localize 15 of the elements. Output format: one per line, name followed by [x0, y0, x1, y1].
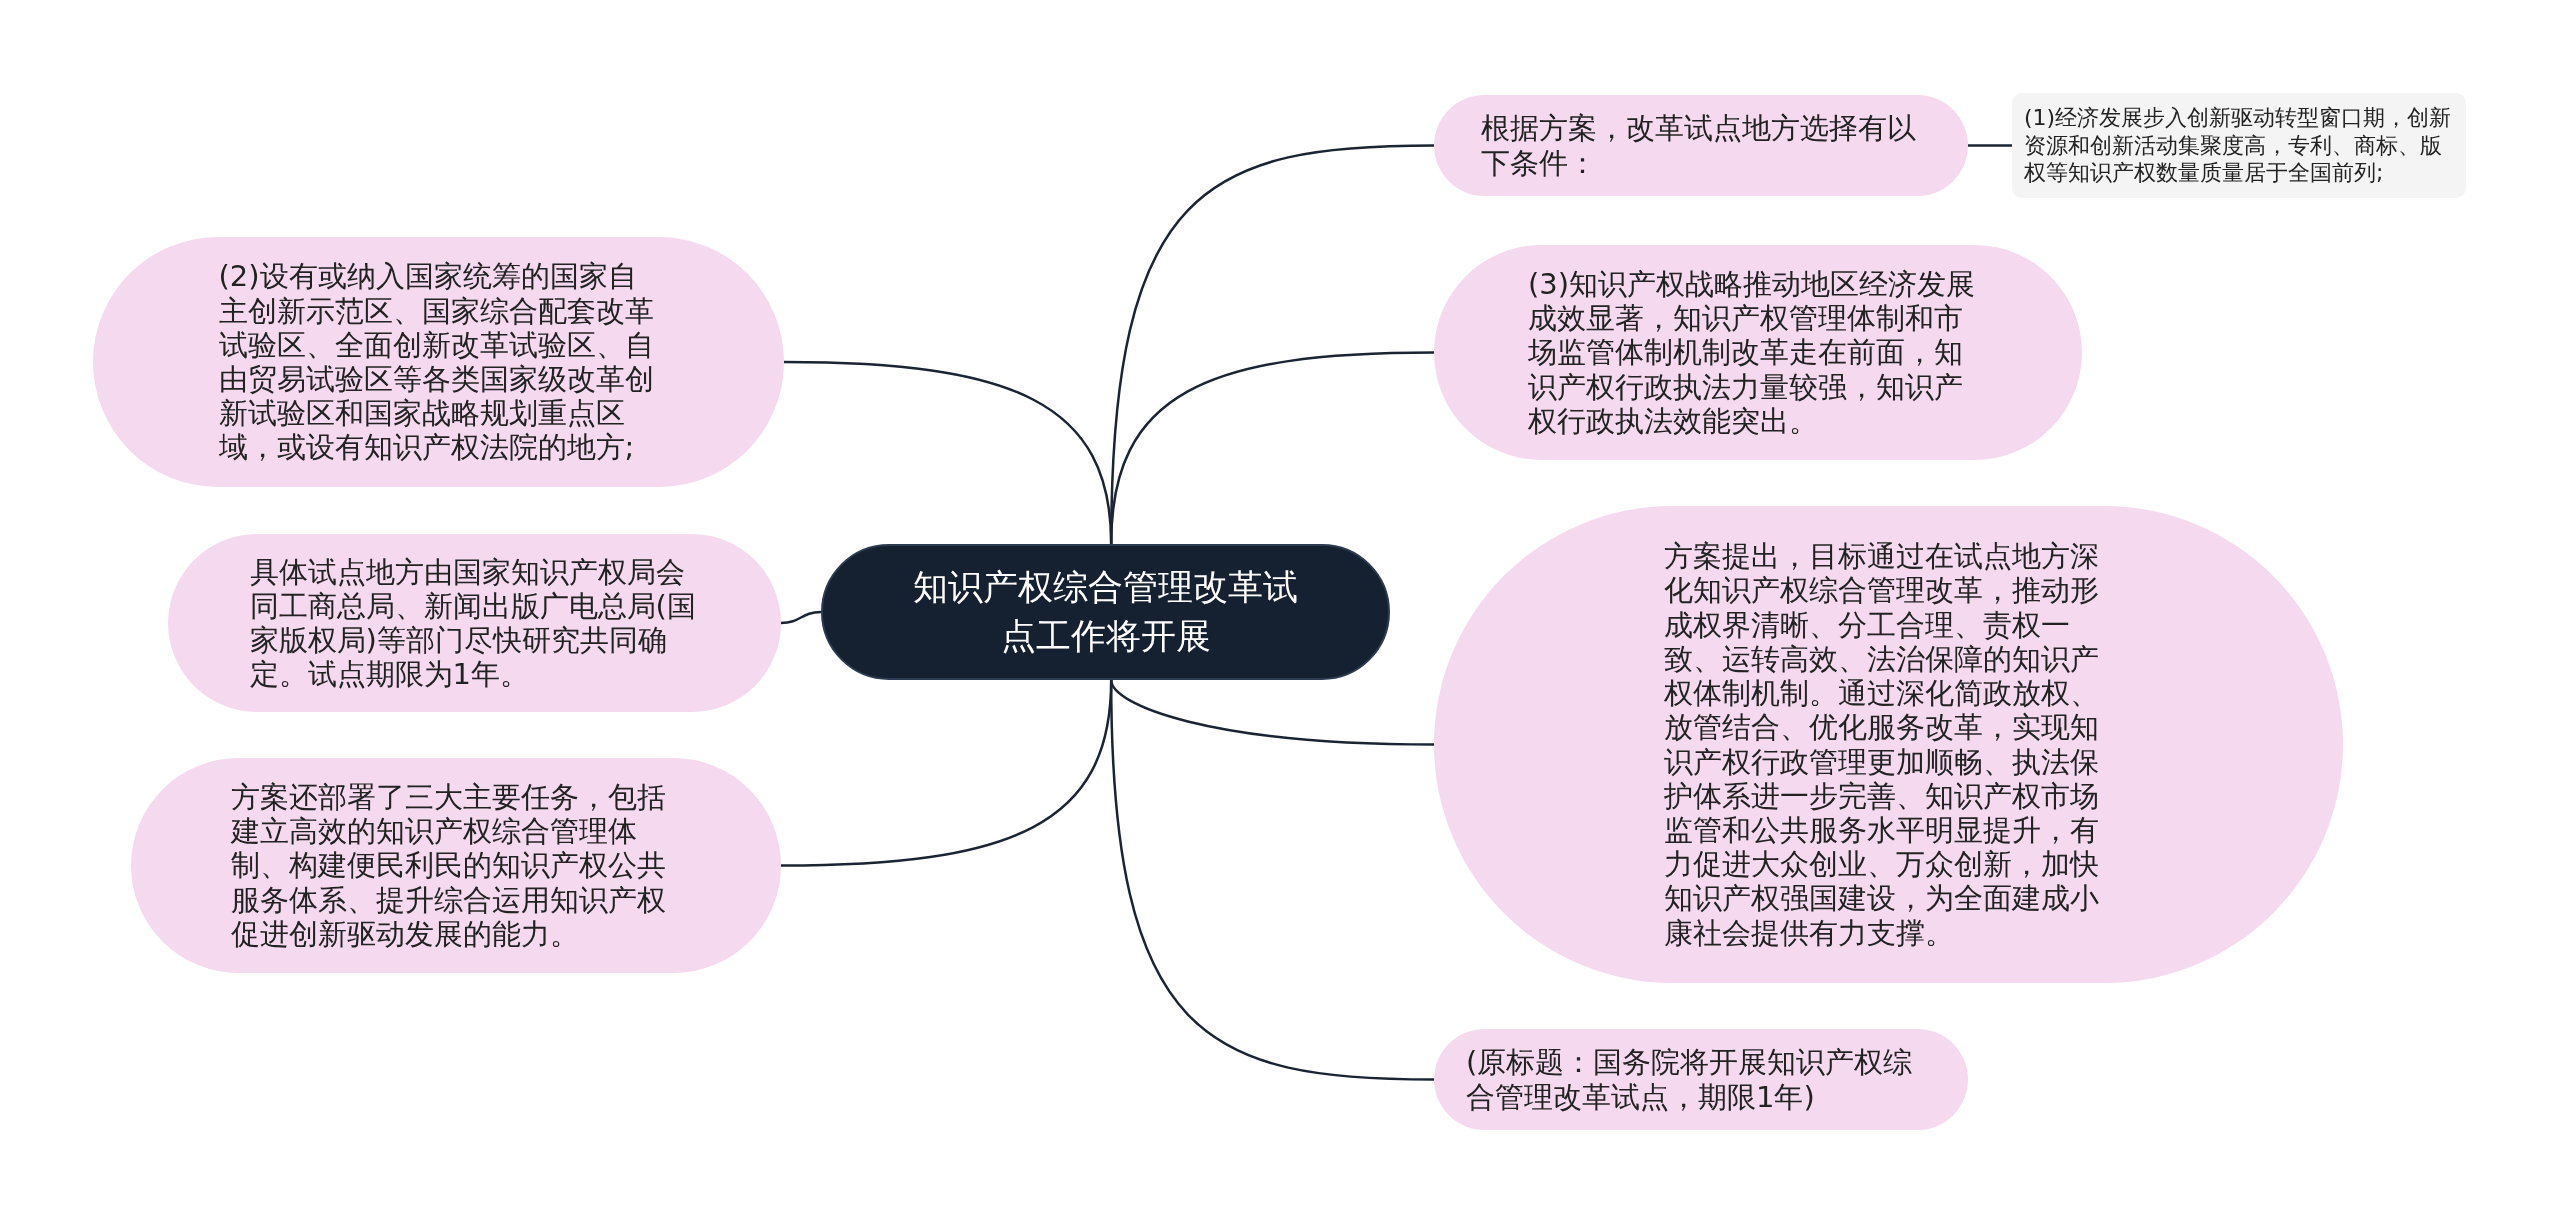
note-box	[2012, 93, 2466, 198]
topic-text: (3)知识产权战略推动地区经济发展成效显著，知识产权管理体制和市场监管体制机制改革走在前面，知识产权行政执法力量较强，知识产权行政执法效能突出。	[1528, 266, 1977, 439]
topic-text: (原标题：国务院将开展知识产权综合管理改革试点，期限1年)	[1466, 1045, 1914, 1114]
topic-text: 知识产权综合管理改革试点工作将开展	[912, 566, 1299, 658]
topic-text: (2)设有或纳入国家统筹的国家自主创新示范区、国家综合配套改革试验区、全面创新改革试验区、自由贸易试验区等各类国家级改革创新试验区和国家战略规划重点区域，或设有知识产权法院的地方;	[218, 259, 655, 465]
topic-text: (1)经济发展步入创新驱动转型窗口期，创新资源和创新活动集聚度高，专利、商标、版权等知识产权数量质量居于全国前列;	[2024, 104, 2453, 187]
topic-text: 具体试点地方由国家知识产权局会同工商总局、新闻出版广电总局(国家版权局)等部门尽快研究共同确定。试点期限为1年。	[249, 554, 697, 692]
connector-line	[1109, 351, 1434, 545]
connector-line	[1968, 144, 2012, 147]
topic-text: 方案还部署了三大主要任务，包括建立高效的知识产权综合管理体制、构建便民利民的知识产权公共服务体系、提升综合运用知识产权促进创新驱动发展的能力。	[231, 779, 667, 952]
topic-text: 方案提出，目标通过在试点地方深化知识产权综合管理改革，推动形成权界清晰、分工合理、责权一致、运转高效、法治保障的知识产权体制机制。通过深化简政放权、放管结合、优化服务改革，实现知识产权行政管理更加顺畅、执法保护体系进一步完善、知识产权市场监管和公共服务水平明显提升，有力促进大众创业、万众创新，加快知识产权强国建设，为全面建成小康社会提供有力支撑。	[1663, 539, 2100, 950]
topic-text: 根据方案，改革试点地方选择有以下条件：	[1481, 111, 1917, 180]
connector-line	[1109, 679, 1435, 1081]
connector-line	[1110, 679, 1434, 746]
connector-line	[780, 610, 822, 625]
